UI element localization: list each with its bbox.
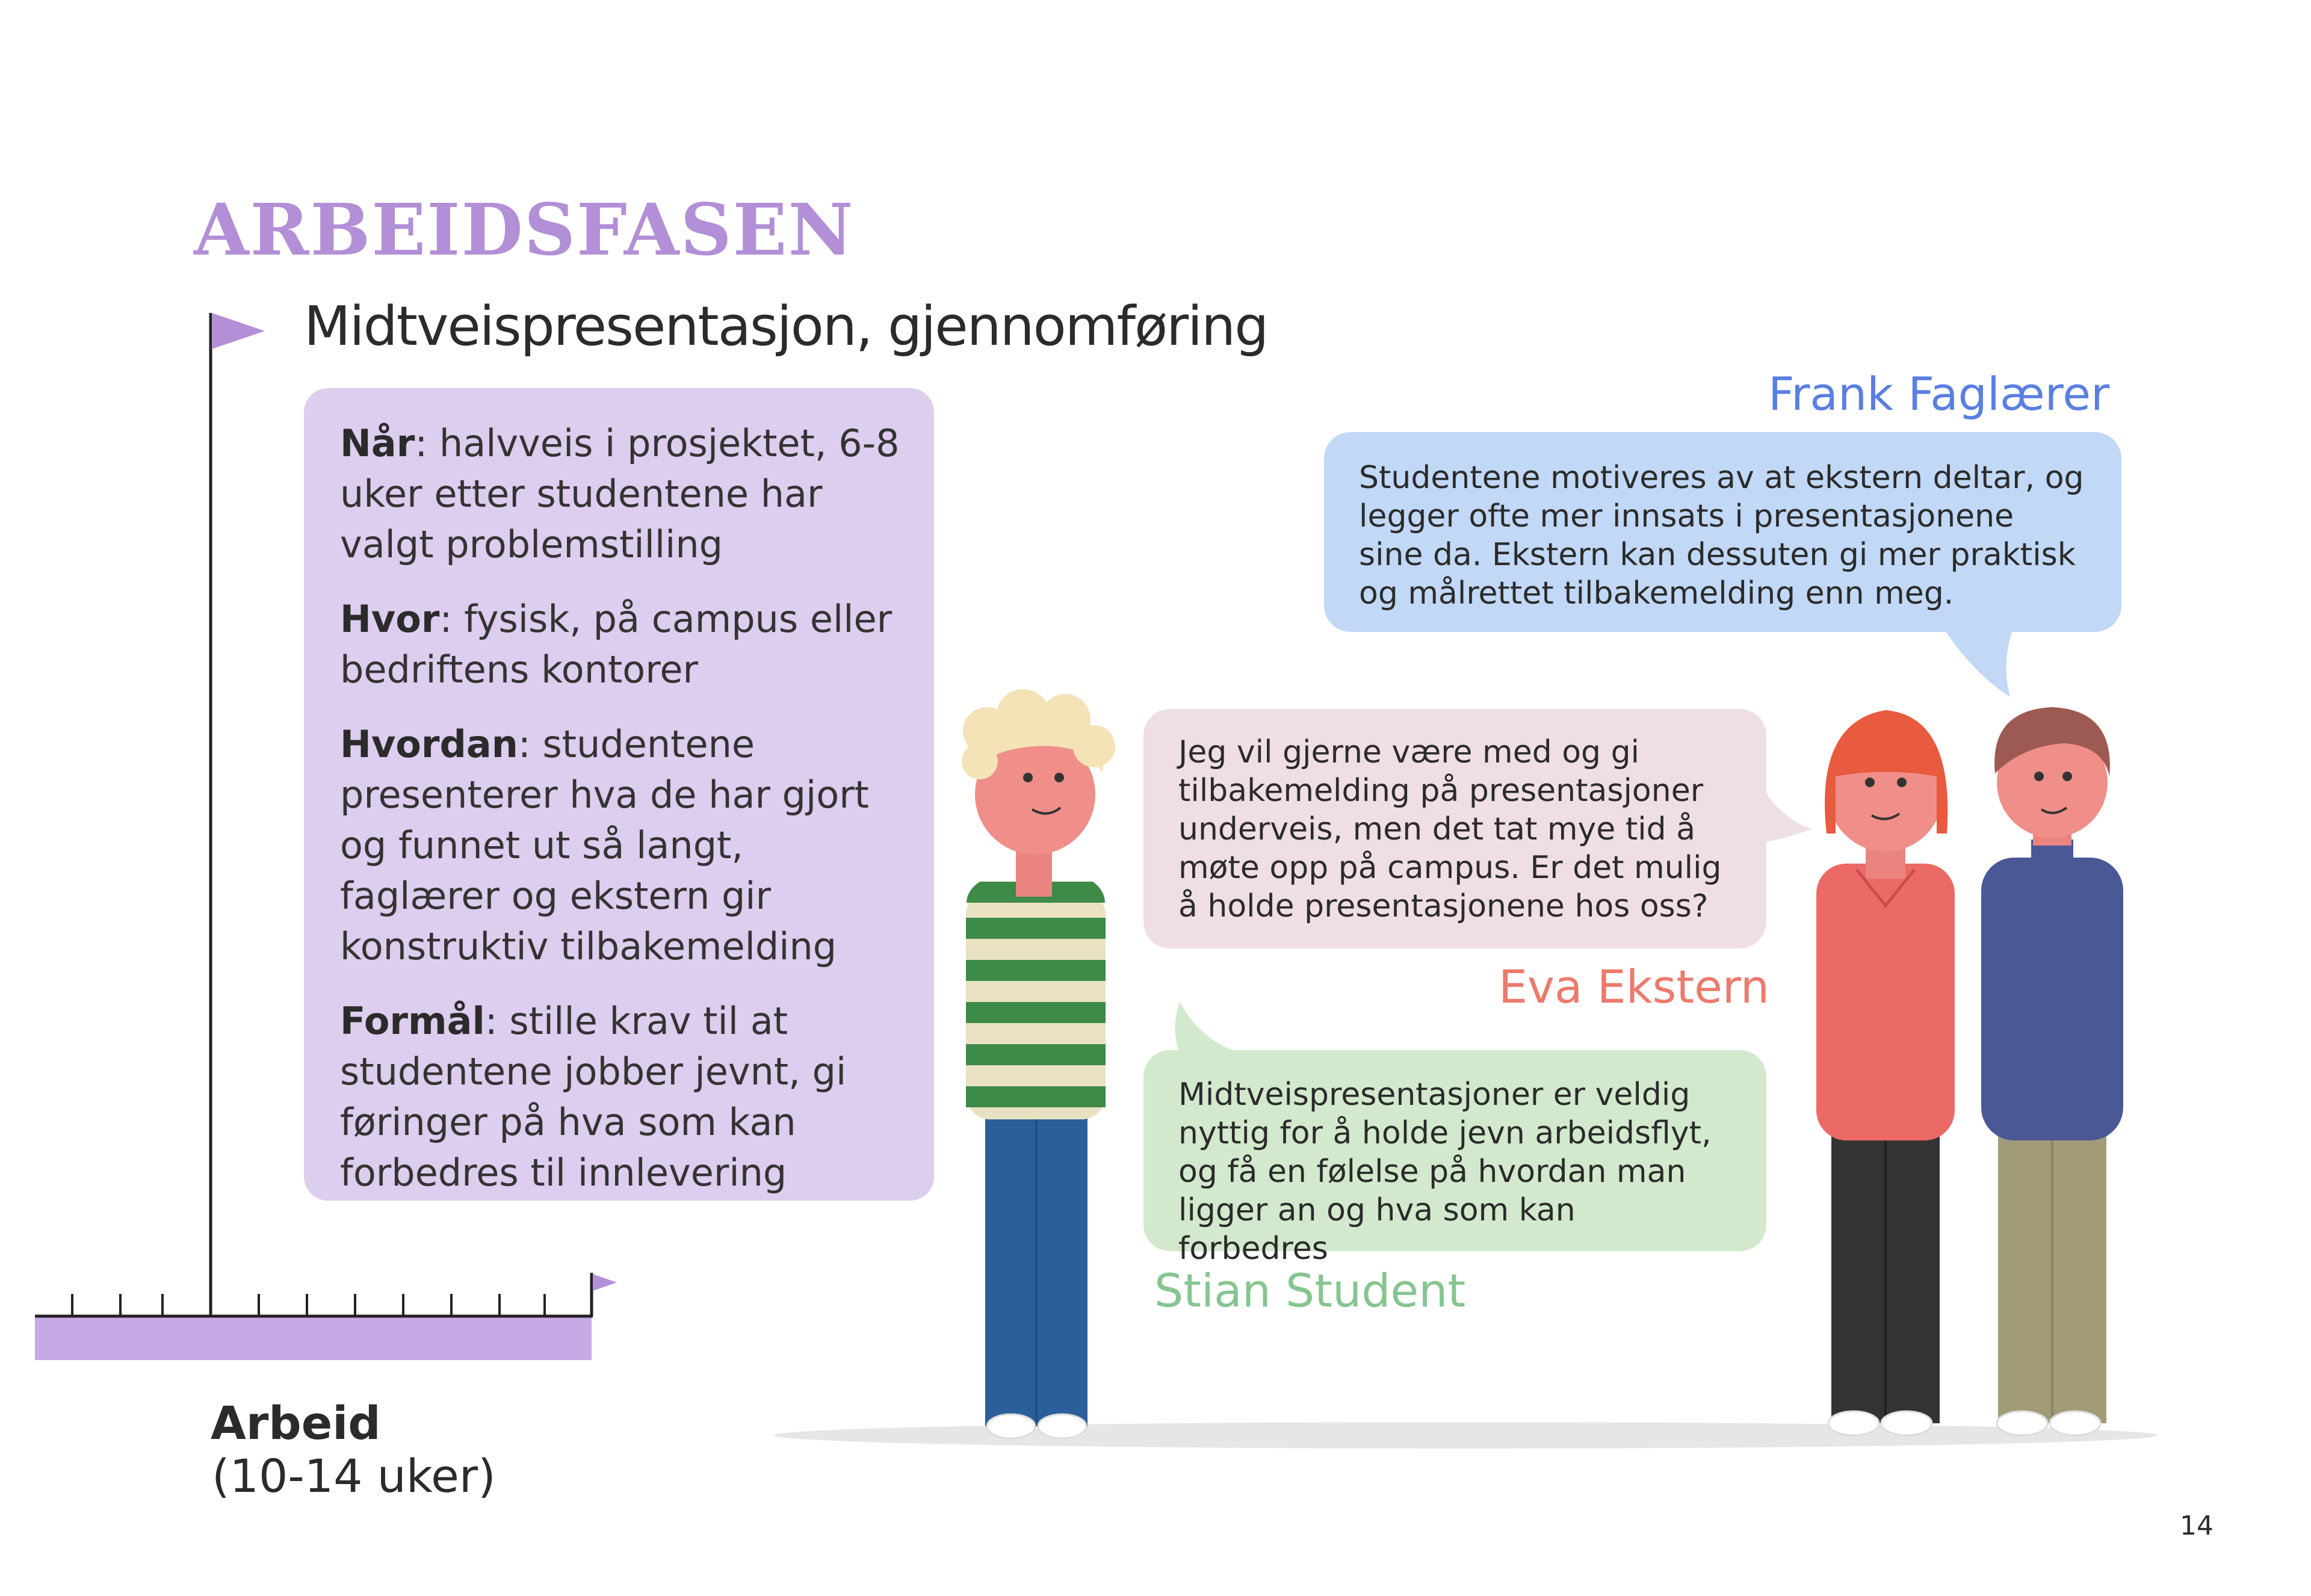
timeline-label: Arbeid xyxy=(211,1396,381,1450)
timeline-bar xyxy=(35,1316,592,1360)
info-when-text: : halvveis i prosjektet, 6-8 uker etter … xyxy=(340,421,900,566)
stian-bubble-tail xyxy=(1175,1002,1243,1053)
timeline-duration: (10-14 uker) xyxy=(212,1449,496,1503)
flag-icon xyxy=(212,313,265,349)
page-number: 14 xyxy=(2180,1511,2214,1541)
ground-shadow xyxy=(773,1422,2158,1449)
info-box: Når: halvveis i prosjektet, 6-8 uker ett… xyxy=(304,388,934,1201)
frank-figure xyxy=(1981,707,2123,1437)
eva-speech-bubble: Jeg vil gjerne være med og gi tilbakemel… xyxy=(1143,709,1766,948)
stian-figure xyxy=(962,689,1115,1440)
eva-bubble-tail xyxy=(1763,788,1811,843)
frank-name: Frank Faglærer xyxy=(1768,367,2110,421)
section-heading: Midtveispresentasjon, gjennomføring xyxy=(304,295,1269,358)
page-title: ARBEIDSFASEN xyxy=(194,188,855,271)
frank-speech-bubble: Studentene motiveres av at ekstern delta… xyxy=(1324,432,2121,632)
info-how-label: Hvordan xyxy=(340,722,518,766)
eva-name: Eva Ekstern xyxy=(1499,960,1769,1013)
info-purpose: Formål: stille krav til at studentene jo… xyxy=(340,996,904,1198)
info-where: Hvor: fysisk, på campus eller bedriftens… xyxy=(340,594,904,695)
timeline-ticks xyxy=(71,1294,546,1316)
stian-name: Stian Student xyxy=(1154,1264,1466,1317)
info-how: Hvordan: studentene presenterer hva de h… xyxy=(340,719,904,972)
info-purpose-text: : stille krav til at studentene jobber j… xyxy=(340,999,847,1195)
frank-bubble-tail xyxy=(1944,629,2013,697)
info-when: Når: halvveis i prosjektet, 6-8 uker ett… xyxy=(340,418,904,570)
end-flag-icon xyxy=(593,1274,617,1291)
info-purpose-label: Formål xyxy=(340,999,485,1043)
info-how-text: : studentene presenterer hva de har gjor… xyxy=(340,722,869,968)
info-where-text: : fysisk, på campus eller bedriftens kon… xyxy=(340,597,893,691)
eva-figure xyxy=(1816,710,1955,1437)
stian-speech-bubble: Midtveispresentasjoner er veldig nyttig … xyxy=(1143,1050,1766,1267)
info-where-label: Hvor xyxy=(340,597,440,641)
info-when-label: Når xyxy=(340,421,415,465)
